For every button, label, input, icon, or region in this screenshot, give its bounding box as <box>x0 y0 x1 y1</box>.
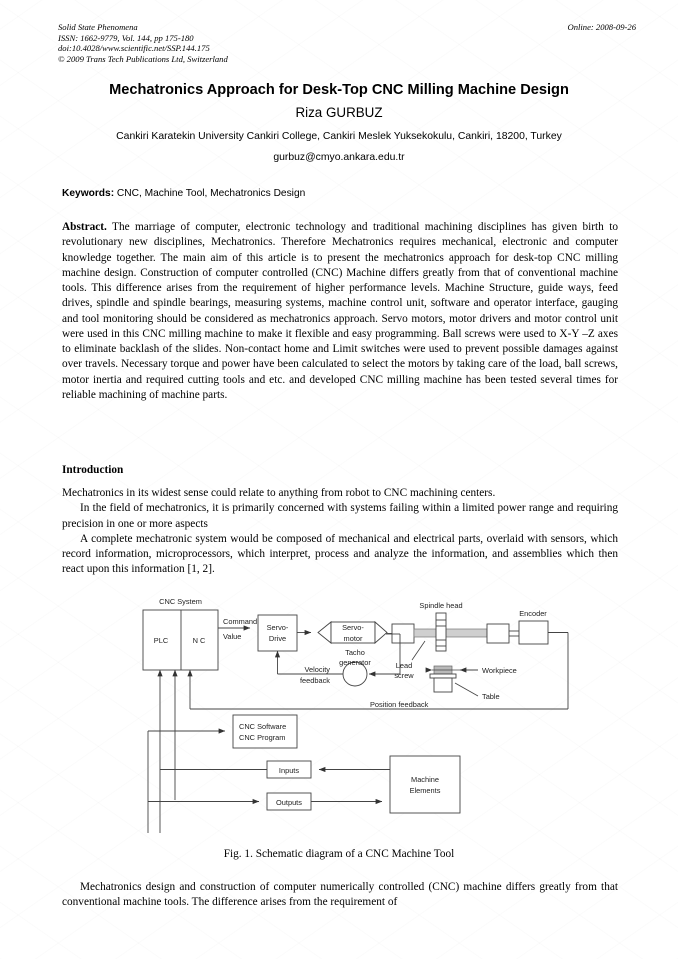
running-header: Solid State Phenomena ISSN: 1662-9779, V… <box>58 22 636 74</box>
introduction-body: Mechatronics in its widest sense could r… <box>62 486 618 578</box>
abstract-text: The marriage of computer, electronic tec… <box>62 221 618 401</box>
label-cnc-software-line1: CNC Software <box>239 722 286 731</box>
label-machine-elements-line1: Machine <box>411 775 439 784</box>
label-command: Command <box>223 617 257 626</box>
online-date: Online: 2008-09-26 <box>567 22 637 32</box>
label-lead-screw-line1: Lead <box>396 661 412 670</box>
figure-caption: Fig. 1. Schematic diagram of a CNC Machi… <box>223 848 455 860</box>
closing-body: Mechatronics design and construction of … <box>62 880 618 911</box>
intro-paragraph-2: In the field of mechatronics, it is prim… <box>62 502 618 530</box>
closing-paragraph: Mechatronics design and construction of … <box>62 881 618 909</box>
figure-1-schematic-diagram: CNC System PLC N C Command Value Servo- … <box>0 588 678 838</box>
label-cnc-system: CNC System <box>159 597 202 606</box>
section-heading-introduction: Introduction <box>62 464 124 476</box>
abstract-block: Abstract. The marriage of computer, elec… <box>62 220 618 403</box>
keywords-value: CNC, Machine Tool, Mechatronics Design <box>114 188 306 199</box>
label-table: Table <box>482 692 500 701</box>
author-affiliation: Cankiri Karatekin University Cankiri Col… <box>116 131 562 142</box>
label-value: Value <box>223 632 241 641</box>
keywords-label: Keywords: <box>62 188 115 199</box>
intro-paragraph-3: A complete mechatronic system would be c… <box>62 532 618 576</box>
label-outputs: Outputs <box>276 798 302 807</box>
page-title: Mechatronics Approach for Desk-Top CNC M… <box>109 82 569 98</box>
label-position-feedback: Position feedback <box>370 700 429 709</box>
label-servo-motor-line2: motor <box>344 634 363 643</box>
label-velocity-line2: feedback <box>300 676 330 685</box>
journal-doi: doi:10.4028/www.scientific.net/SSP.144.1… <box>58 43 210 54</box>
label-servo-drive-line1: Servo- <box>267 623 289 632</box>
keywords-line: Keywords: CNC, Machine Tool, Mechatronic… <box>62 188 630 199</box>
label-tacho-line2: generator <box>339 658 371 667</box>
label-plc: PLC <box>154 636 169 645</box>
author-email: gurbuz@cmyo.ankara.edu.tr <box>273 152 405 163</box>
journal-info: Solid State Phenomena ISSN: 1662-9779, V… <box>58 22 228 64</box>
label-nc: N C <box>193 636 206 645</box>
label-encoder: Encoder <box>519 609 547 618</box>
journal-copyright: © 2009 Trans Tech Publications Ltd, Swit… <box>58 53 228 64</box>
journal-name: Solid State Phenomena <box>58 22 138 32</box>
label-machine-elements-line2: Elements <box>410 786 441 795</box>
label-tacho-line1: Tacho <box>345 648 365 657</box>
intro-paragraph-1: Mechatronics in its widest sense could r… <box>62 487 496 499</box>
label-velocity-line1: Velocity <box>305 665 331 674</box>
label-spindle-head: Spindle head <box>419 601 462 610</box>
label-servo-drive-line2: Drive <box>269 634 286 643</box>
label-inputs: Inputs <box>279 766 299 775</box>
author-name: Riza GURBUZ <box>295 105 383 120</box>
label-servo-motor-line1: Servo- <box>342 623 364 632</box>
label-lead-screw-line2: screw <box>394 671 414 680</box>
abstract-label: Abstract. <box>62 221 107 233</box>
journal-issn: ISSN: 1662-9779, Vol. 144, pp 175-180 <box>58 32 194 43</box>
label-workpiece: Workpiece <box>482 666 517 675</box>
label-cnc-software-line2: CNC Program <box>239 733 285 742</box>
